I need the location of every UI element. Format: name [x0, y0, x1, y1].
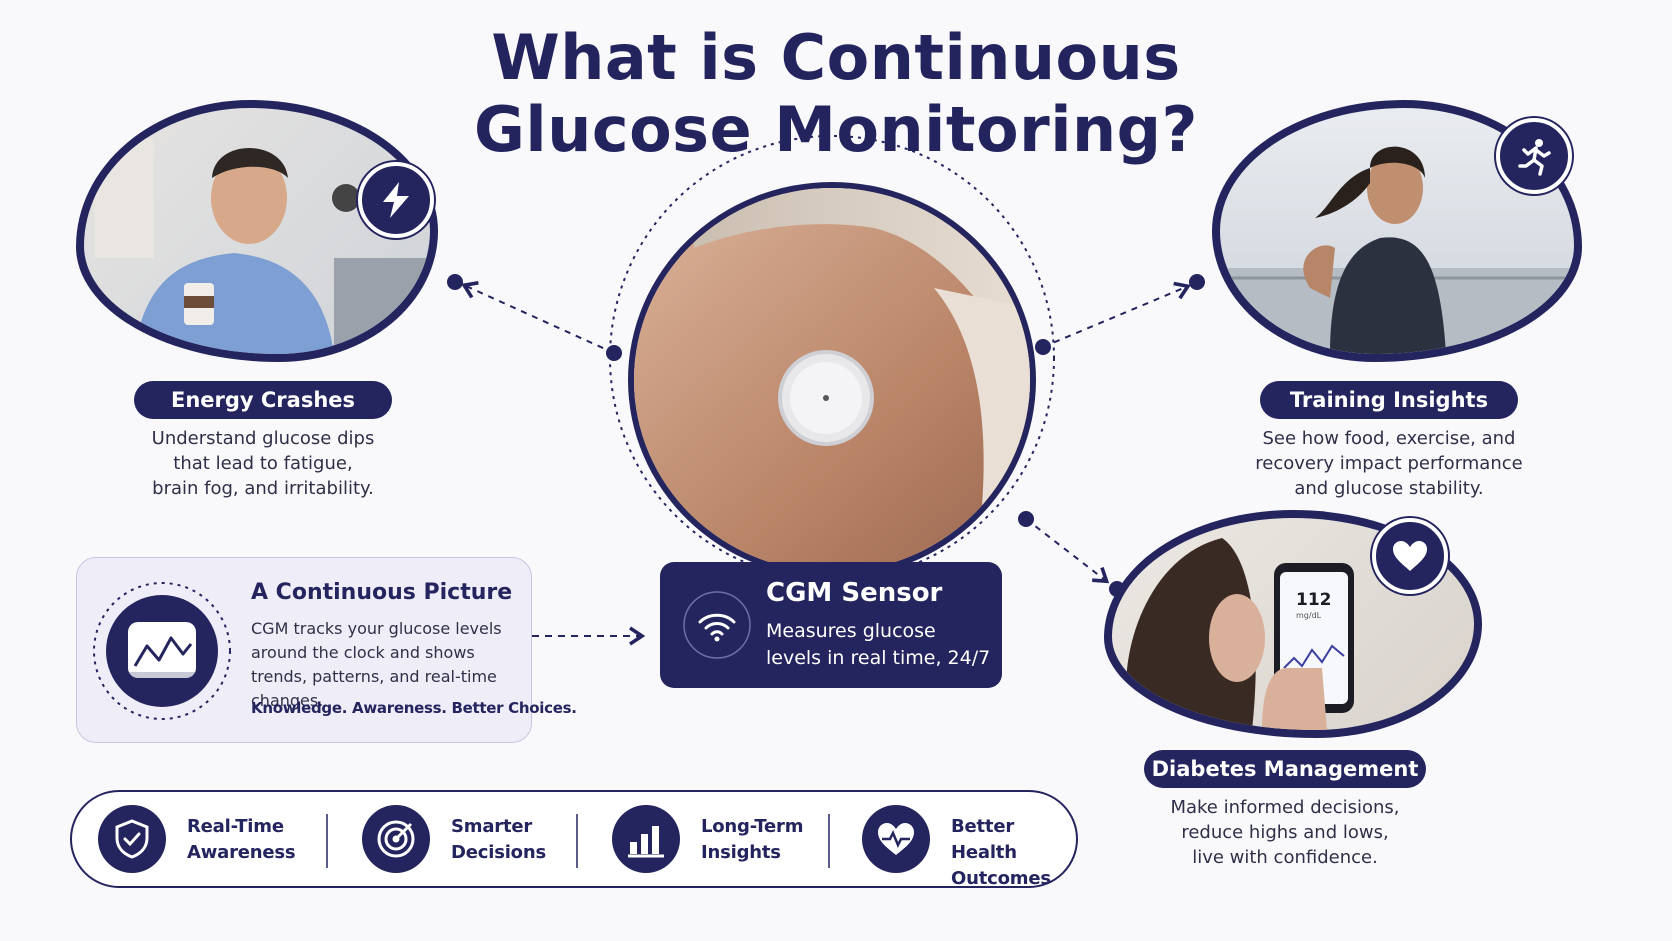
- sensor-photo: [628, 182, 1036, 578]
- energy-crashes-description: Understand glucose dips that lead to fat…: [151, 428, 375, 499]
- continuous-picture-title: A Continuous Picture: [251, 580, 513, 605]
- phone-user-illustration: [1126, 538, 1354, 730]
- page-title: What is Continuous Glucose Monitoring?: [336, 22, 1336, 166]
- phone-reading-unit: mg/dL: [1296, 611, 1322, 620]
- wireless-signal-icon: [683, 591, 751, 659]
- cgm-sensor-body: Measures glucose levels in real time, 24…: [766, 620, 991, 669]
- heart-icon: [1372, 518, 1448, 594]
- connector-dot: [1035, 339, 1051, 355]
- connector-training: [1042, 281, 1191, 348]
- running-person-icon: [1496, 118, 1572, 194]
- energy-crashes-label: Energy Crashes: [134, 381, 392, 419]
- connector-dot: [1018, 511, 1034, 527]
- energy-photo: [84, 108, 430, 354]
- connector-diabetes: [1025, 518, 1110, 584]
- title-line-1: What is Continuous: [491, 21, 1181, 94]
- connector-energy: [461, 281, 615, 354]
- training-insights-description: See how food, exercise, and recovery imp…: [1255, 428, 1523, 499]
- benefit-divider: [828, 814, 830, 868]
- cgm-sensor-card: CGM Sensor Measures glucose levels in re…: [660, 562, 1002, 688]
- benefit-divider: [326, 814, 328, 868]
- arm-illustration: [634, 188, 1030, 572]
- trend-chart-icon: [93, 582, 231, 720]
- lightning-icon: [358, 162, 434, 238]
- training-insights-label: Training Insights: [1260, 381, 1518, 419]
- connector-dot: [447, 274, 463, 290]
- target-icon: [362, 805, 430, 873]
- bar-chart-icon: [612, 805, 680, 873]
- benefit-divider: [576, 814, 578, 868]
- connector-dot: [606, 345, 622, 361]
- continuous-picture-body: CGM tracks your glucose levels around th…: [251, 619, 502, 710]
- title-line-2: Glucose Monitoring?: [474, 93, 1198, 166]
- connector-dot: [1189, 274, 1205, 290]
- cgm-sensor-title: CGM Sensor: [766, 578, 943, 608]
- shield-check-icon: [98, 805, 166, 873]
- diabetes-management-description: Make informed decisions, reduce highs an…: [1170, 797, 1400, 868]
- diabetes-management-label: Diabetes Management: [1144, 750, 1426, 788]
- phone-reading: 112: [1296, 590, 1332, 610]
- continuous-picture-card: A Continuous Picture CGM tracks your glu…: [76, 557, 577, 743]
- heart-pulse-icon: [862, 805, 930, 873]
- continuous-picture-tagline: Knowledge. Awareness. Better Choices.: [251, 699, 577, 717]
